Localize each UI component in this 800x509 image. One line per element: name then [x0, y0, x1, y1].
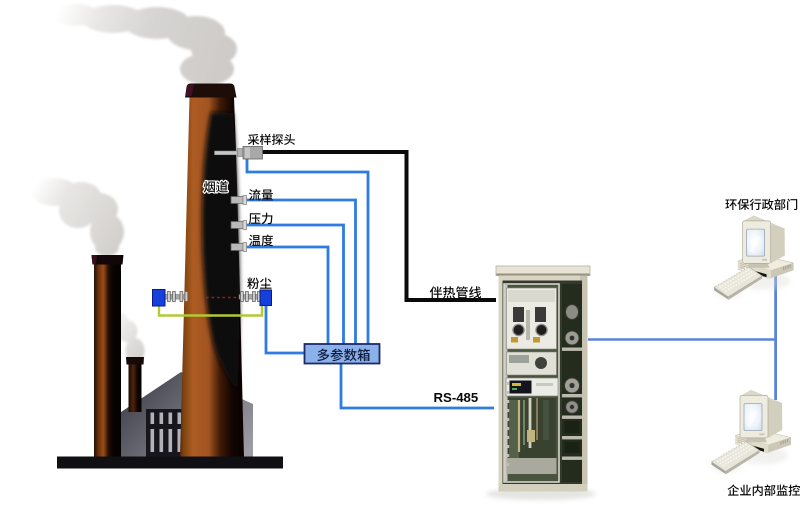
svg-text:RS-485: RS-485	[434, 390, 479, 405]
